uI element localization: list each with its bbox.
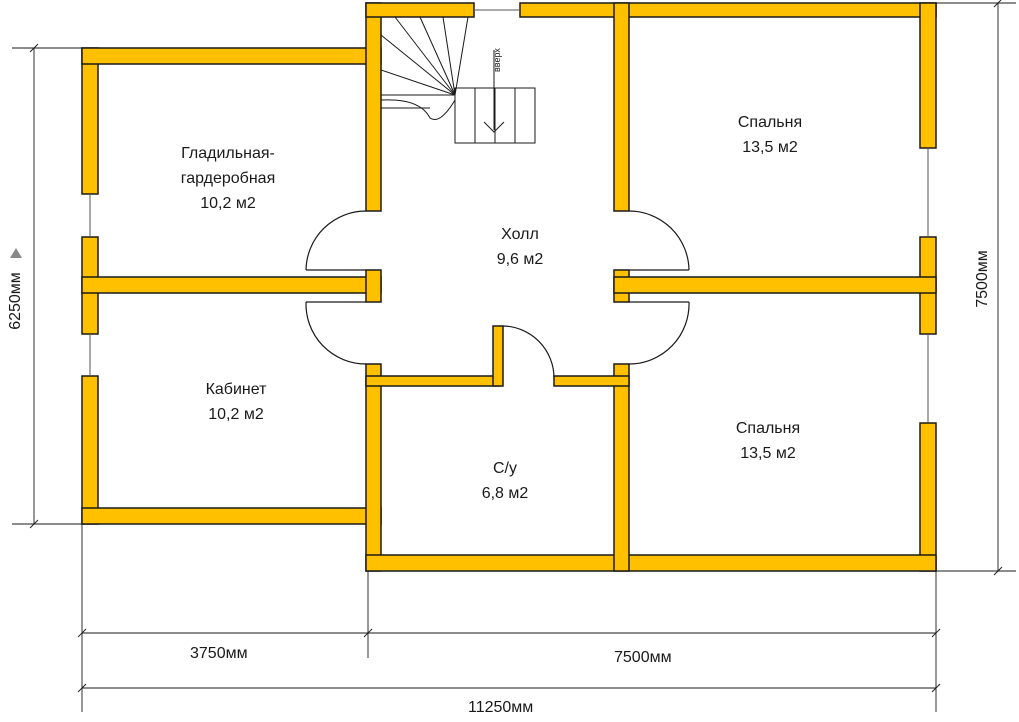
room-ironing-area: 10,2 м2 [200, 195, 256, 212]
dim-bottom-right: 7500мм [614, 649, 672, 666]
wall-center-right-top [613, 2, 630, 212]
dim-bottom-total: 11250мм [468, 699, 534, 716]
room-bathroom-area: 6,8 м2 [481, 485, 529, 502]
marker-triangle-icon [10, 248, 22, 258]
room-bathroom-label: С/у 6,8 м2 [445, 456, 565, 506]
wall-left-wing-top [81, 47, 382, 65]
dimension-lines [12, 0, 1016, 712]
room-bathroom-name: С/у [493, 460, 517, 477]
wall-top-b [519, 2, 937, 18]
room-ironing-label: Гладильная- гардеробная 10,2 м2 [158, 141, 298, 216]
room-bedroom-bottom-name: Спальня [735, 420, 801, 437]
wall-left-wing-bottom [81, 507, 382, 525]
room-bedroom-bottom-area: 13,5 м2 [740, 445, 796, 462]
room-bedroom-bottom-label: Спальня 13,5 м2 [708, 416, 828, 466]
room-office-label: Кабинет 10,2 м2 [176, 377, 296, 427]
wall-partition-left [81, 276, 382, 294]
room-office-area: 10,2 м2 [208, 406, 264, 423]
wall-bath-top-b [553, 375, 630, 387]
wall-center-left-mid [365, 269, 382, 303]
wall-center-left-bottom [365, 363, 382, 572]
dim-bottom-left: 3750мм [190, 645, 248, 662]
room-ironing-name-1: Гладильная- [181, 145, 275, 162]
room-hall-name: Холл [501, 226, 539, 243]
wall-bottom [365, 554, 937, 572]
dim-right-height: 7500мм [974, 250, 991, 308]
walls [81, 2, 937, 572]
wall-top-a [365, 2, 475, 18]
dim-left-height: 6250мм [7, 272, 24, 330]
door-swings [305, 210, 690, 379]
wall-right-bottom [919, 422, 937, 572]
wall-stair-left [365, 2, 382, 212]
stairs-up-label: вверх [492, 48, 502, 72]
wall-partition-right [613, 276, 937, 294]
room-hall-area: 9,6 м2 [496, 251, 544, 268]
wall-bath-top-a [365, 375, 500, 387]
wall-bath-jamb [492, 325, 504, 387]
staircase [380, 16, 536, 144]
wall-left-top [81, 47, 99, 195]
wall-right-top [919, 2, 937, 149]
wall-center-right-bottom [613, 363, 630, 572]
wall-left-bottom [81, 375, 99, 525]
room-bedroom-top-name: Спальня [737, 114, 803, 131]
room-bedroom-top-label: Спальня 13,5 м2 [710, 110, 830, 160]
room-office-name: Кабинет [205, 381, 267, 398]
room-bedroom-top-area: 13,5 м2 [742, 139, 798, 156]
window-markers [89, 9, 929, 423]
room-ironing-name-2: гардеробная [180, 170, 276, 187]
room-hall-label: Холл 9,6 м2 [460, 222, 580, 272]
